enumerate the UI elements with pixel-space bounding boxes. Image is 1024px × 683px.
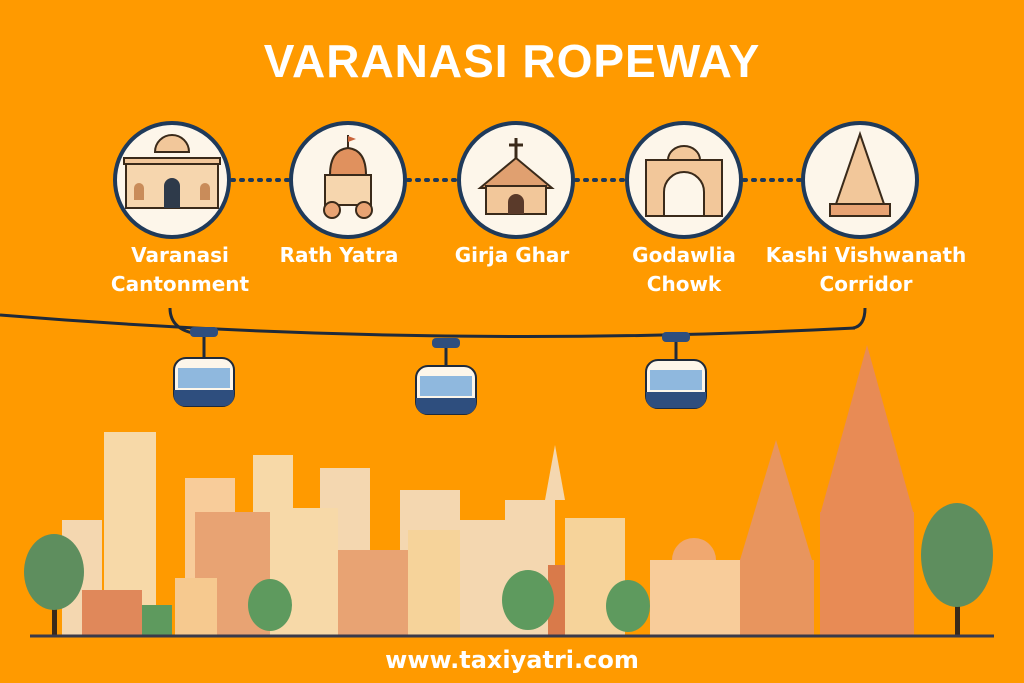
station-circle-2[interactable] — [289, 121, 407, 239]
chariot-temple-icon — [323, 135, 373, 219]
ropeway-cable — [0, 313, 856, 338]
station-circle-3[interactable] — [457, 121, 575, 239]
temple-icon — [829, 130, 891, 217]
cable-car-cabin — [173, 327, 235, 407]
station-label-varanasi-cantonment[interactable]: Varanasi Cantonment — [70, 241, 290, 299]
station-label-godawlia-chowk[interactable]: Godawlia Chowk — [574, 241, 794, 299]
station-label-line: Rath Yatra — [279, 243, 399, 267]
station-label-line: Corridor — [819, 272, 913, 296]
station-circle-1[interactable] — [113, 121, 231, 239]
station-label-rath-yatra[interactable]: Rath Yatra — [229, 241, 449, 270]
website-link[interactable]: www.taxiyatri.com — [385, 646, 639, 674]
station-label-line: Chowk — [646, 272, 722, 296]
station-circle-4[interactable] — [625, 121, 743, 239]
station-label-line: Kashi Vishwanath — [765, 243, 967, 267]
station-circle-5[interactable] — [801, 121, 919, 239]
station-label-line: Varanasi — [131, 243, 229, 267]
trees — [24, 503, 993, 636]
station-label-line: Cantonment — [110, 272, 250, 296]
station-label-line: Godawlia — [632, 243, 736, 267]
cable-car-cabin — [415, 338, 477, 415]
cable-car-cabin — [645, 332, 707, 409]
colonial-building-icon — [123, 134, 221, 209]
station-label-girja-ghar[interactable]: Girja Ghar — [402, 241, 622, 270]
page-title: VARANASI ROPEWAY — [263, 35, 761, 87]
church-icon — [477, 138, 555, 215]
gateway-icon — [645, 145, 723, 217]
station-label-line: Girja Ghar — [454, 243, 570, 267]
station-label-kashi-vishwanath-corridor[interactable]: Kashi Vishwanath Corridor — [756, 241, 976, 299]
